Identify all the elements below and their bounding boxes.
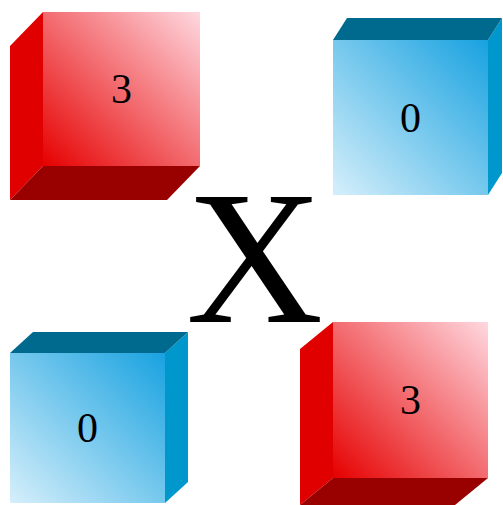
cube-flat-face — [300, 478, 488, 505]
cube-flat-face — [10, 332, 188, 353]
number-cube: 3 — [333, 322, 488, 478]
cube-number: 3 — [400, 379, 421, 421]
cube-front-face — [43, 12, 200, 166]
cube-number: 0 — [77, 407, 98, 449]
cube-flat-face — [333, 18, 502, 40]
number-cube: 3 — [43, 12, 200, 166]
cube-side-face — [165, 332, 188, 503]
cube-front-face — [333, 322, 488, 478]
cube-flat-face — [10, 166, 200, 200]
number-cube: 0 — [10, 353, 165, 503]
cube-front-face — [333, 40, 488, 195]
cube-front-face — [10, 353, 165, 503]
number-cube: 0 — [333, 40, 488, 195]
cube-side-face — [488, 18, 502, 195]
cube-number: 3 — [111, 68, 132, 110]
multiply-sign: X — [186, 163, 323, 353]
cube-number: 0 — [400, 97, 421, 139]
